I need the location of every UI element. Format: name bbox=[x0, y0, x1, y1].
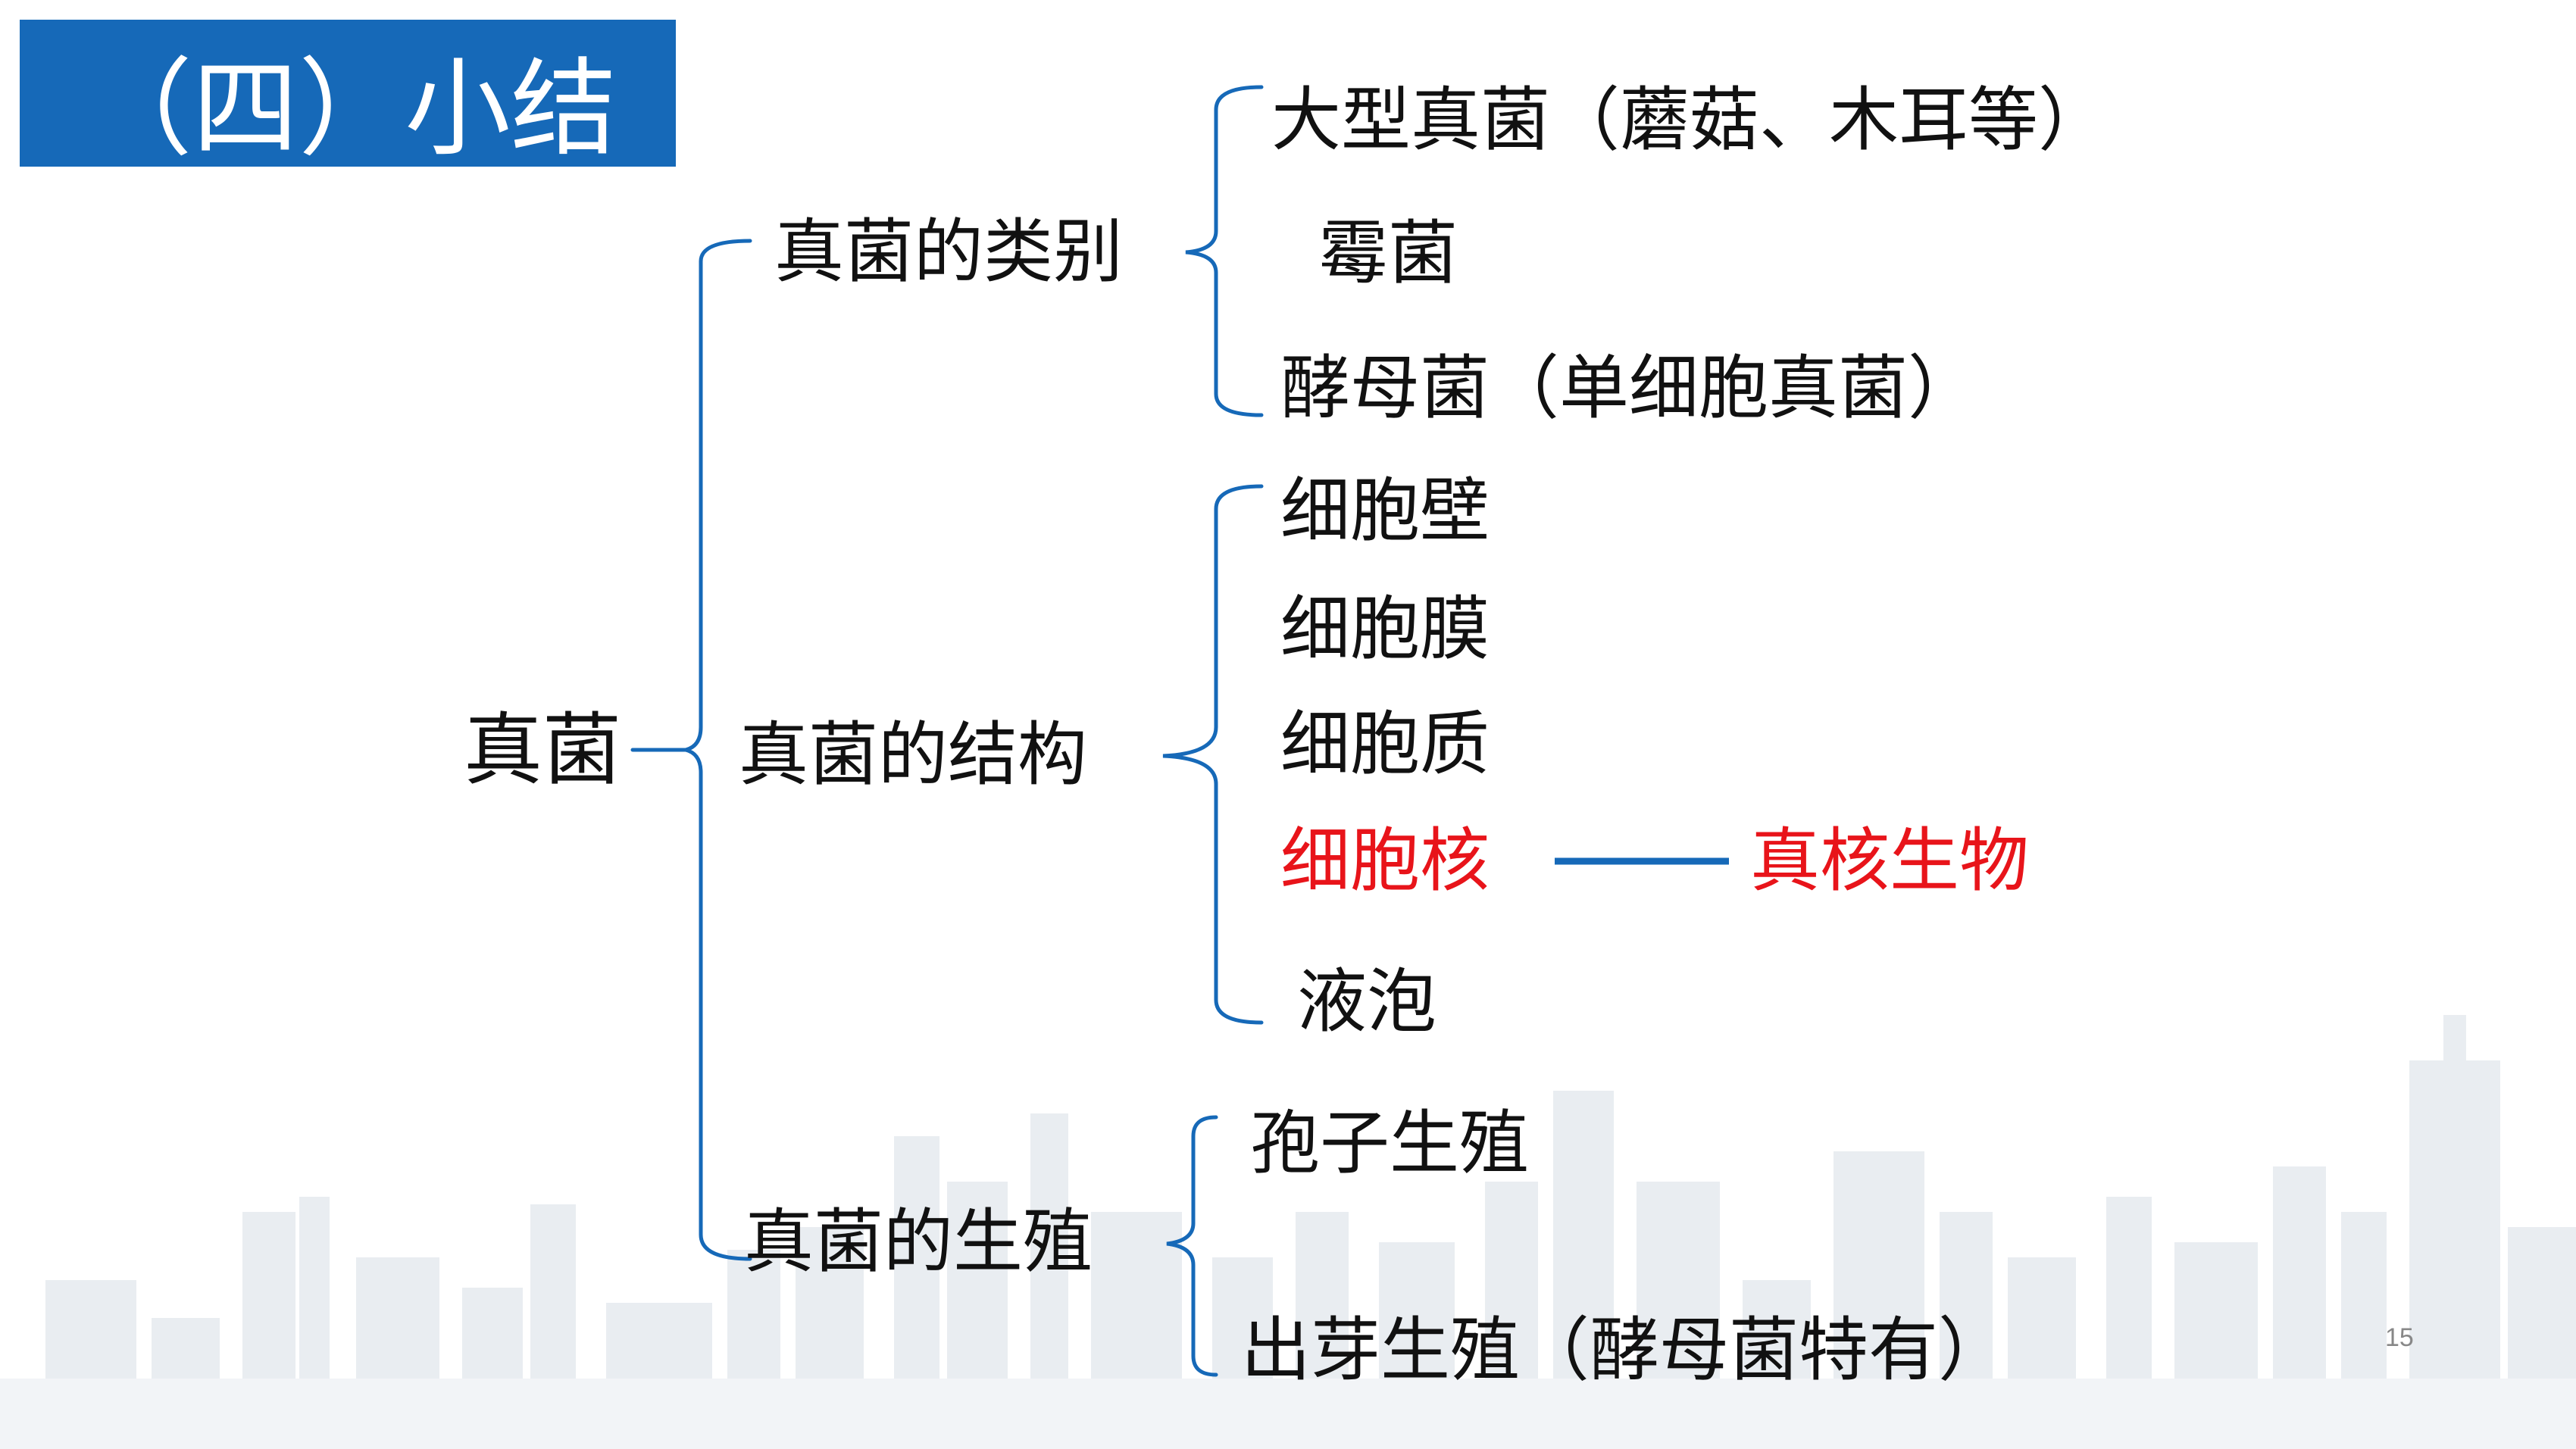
item-yeast: 酵母菌（单细胞真菌） bbox=[1280, 348, 1978, 429]
structure-bracket bbox=[1162, 484, 1264, 1025]
item-vacuole: 液泡 bbox=[1297, 961, 1437, 1042]
branch-categories: 真菌的类别 bbox=[774, 211, 1124, 292]
item-cytoplasm: 细胞质 bbox=[1280, 704, 1490, 785]
item-cell-membrane: 细胞膜 bbox=[1280, 589, 1490, 670]
item-nucleus: 细胞核 bbox=[1280, 820, 1490, 901]
item-cell-wall: 细胞壁 bbox=[1280, 470, 1490, 551]
root-node: 真菌 bbox=[464, 704, 622, 796]
eukaryote-label: 真核生物 bbox=[1750, 820, 2030, 901]
slide-title: （四）小结 bbox=[86, 48, 617, 171]
branch-structure: 真菌的结构 bbox=[739, 714, 1088, 795]
page-number: 15 bbox=[2385, 1323, 2414, 1352]
item-large-fungi: 大型真菌（蘑菇、木耳等） bbox=[1271, 80, 2109, 161]
item-mold: 霉菌 bbox=[1318, 213, 1458, 294]
item-spore-reproduction: 孢子生殖 bbox=[1250, 1103, 1530, 1184]
branch-reproduction: 真菌的生殖 bbox=[744, 1201, 1093, 1282]
title-bar: （四）小结 bbox=[20, 20, 676, 171]
item-budding: 出芽生殖（酵母菌特有） bbox=[1241, 1310, 2009, 1391]
reproduction-bracket bbox=[1166, 1115, 1218, 1377]
categories-bracket bbox=[1185, 85, 1264, 417]
